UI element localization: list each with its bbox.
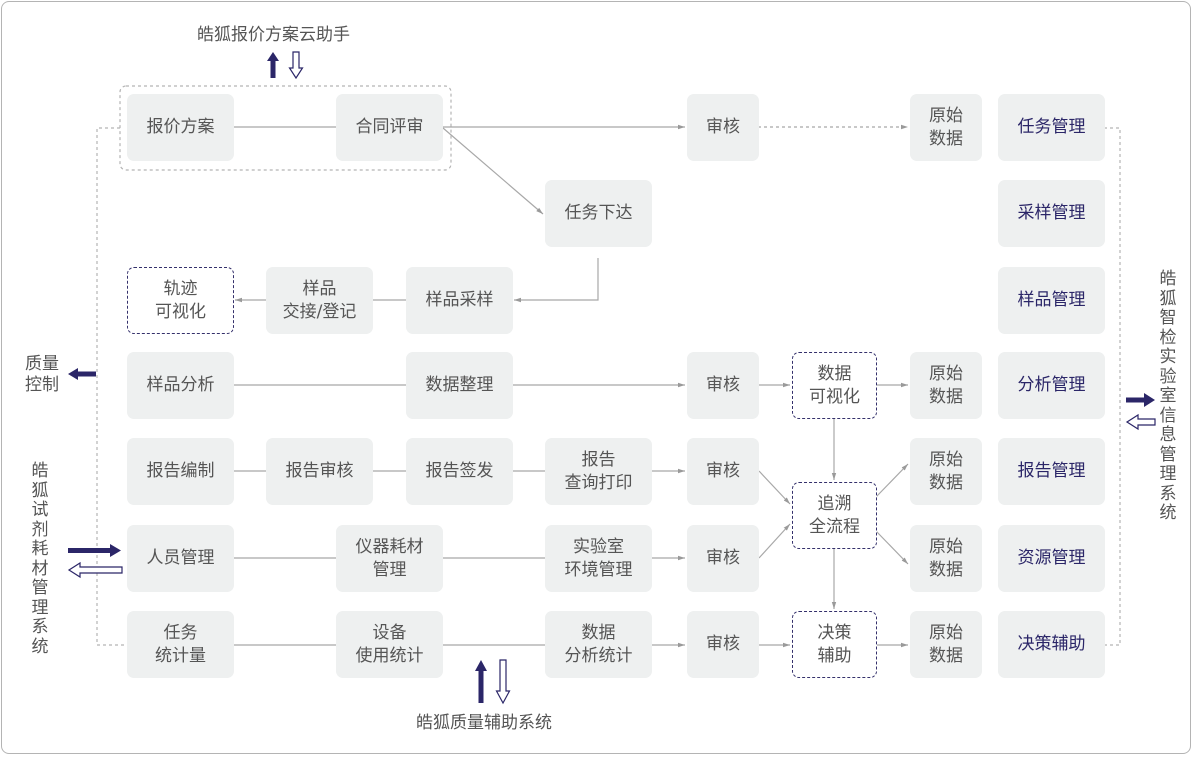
node-report-review[interactable]: 报告审核 [266,438,373,505]
node-raw-data[interactable]: 原始 数据 [910,611,982,678]
node-raw-data[interactable]: 原始 数据 [910,525,982,592]
node-data-organize[interactable]: 数据整理 [406,352,513,419]
node-instrument-management[interactable]: 仪器耗材 管理 [336,525,443,592]
module-sample-management[interactable]: 样品管理 [998,267,1105,334]
node-report-sign[interactable]: 报告签发 [406,438,513,505]
edge-trace-raw5 [875,463,909,498]
module-sampling-management[interactable]: 采样管理 [998,180,1105,247]
node-raw-data[interactable]: 原始 数据 [910,94,982,161]
module-decision-support[interactable]: 决策辅助 [998,611,1105,678]
node-sample-handover[interactable]: 样品 交接/登记 [266,267,373,334]
edge-review5-trace [758,470,791,505]
node-personnel-management[interactable]: 人员管理 [127,525,234,592]
quality-control-label: 质量 控制 [25,354,59,395]
node-raw-data[interactable]: 原始 数据 [910,438,982,505]
module-analysis-management[interactable]: 分析管理 [998,352,1105,419]
edge-task-sampling [514,258,599,303]
edge-review6-trace [758,523,791,559]
node-decision-support[interactable]: 决策 辅助 [792,611,877,678]
node-data-analysis-statistics[interactable]: 数据 分析统计 [545,611,652,678]
node-quote-plan[interactable]: 报价方案 [127,94,234,161]
node-sample-analysis[interactable]: 样品分析 [127,352,234,419]
node-task-statistics[interactable]: 任务 统计量 [127,611,234,678]
node-track-visualization[interactable]: 轨迹 可视化 [127,267,234,334]
node-device-usage-statistics[interactable]: 设备 使用统计 [336,611,443,678]
reagent-io-arrows-icon [67,544,123,579]
module-report-management[interactable]: 报告管理 [998,438,1105,505]
quality-control-arrow-icon [68,368,96,380]
node-review[interactable]: 审核 [687,352,759,419]
module-task-management[interactable]: 任务管理 [998,94,1105,161]
node-report-query-print[interactable]: 报告 查询打印 [545,438,652,505]
node-task-assign[interactable]: 任务下达 [545,180,652,247]
node-data-visualization[interactable]: 数据 可视化 [792,352,877,419]
node-review[interactable]: 审核 [687,438,759,505]
node-sample-collection[interactable]: 样品采样 [406,267,513,334]
quote-assistant-label: 皓狐报价方案云助手 [197,25,350,45]
lims-system-label: 皓 狐 智 检 实 验 室 信 息 管 理 系 统 [1159,269,1177,523]
quote-io-arrows-icon [267,51,304,80]
node-trace-full-process[interactable]: 追溯 全流程 [792,482,877,549]
module-resource-management[interactable]: 资源管理 [998,525,1105,592]
node-review[interactable]: 审核 [687,525,759,592]
edge-contract-task [442,127,544,215]
node-lab-environment-management[interactable]: 实验室 环境管理 [545,525,652,592]
edge-trace-raw6 [875,530,909,565]
reagent-system-label: 皓 狐 试 剂 耗 材 管 理 系 统 [31,461,49,657]
node-contract-review[interactable]: 合同评审 [336,94,443,161]
node-review[interactable]: 审核 [687,94,759,161]
right-dashed-bracket [1104,127,1121,646]
lims-io-arrows-icon [1125,393,1156,431]
node-review[interactable]: 审核 [687,611,759,678]
node-raw-data[interactable]: 原始 数据 [910,352,982,419]
quality-aux-io-arrows-icon [475,659,511,705]
node-report-compile[interactable]: 报告编制 [127,438,234,505]
left-dashed-bracket [96,127,127,646]
quality-aux-system-label: 皓狐质量辅助系统 [416,713,552,733]
